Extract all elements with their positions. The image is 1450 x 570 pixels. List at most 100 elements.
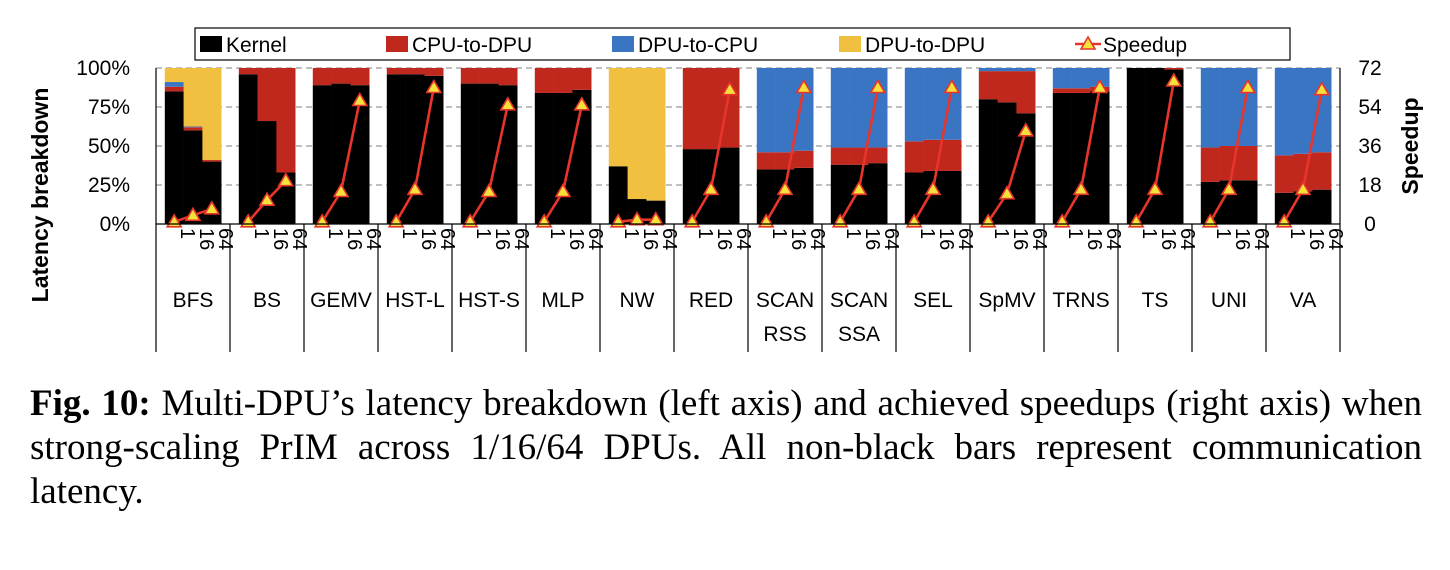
- dpu-count-label: 16: [935, 228, 957, 250]
- speedup-marker: [1072, 180, 1090, 196]
- benchmark-label: TS: [1142, 289, 1169, 312]
- bar-segment-dpu-to-cpu: [849, 68, 869, 148]
- dpu-count-label: 64: [806, 228, 828, 250]
- y-tick-label: 75%: [88, 96, 130, 119]
- bar-segment-cpu-to-dpu: [978, 71, 998, 100]
- dpu-count-label: 1: [1064, 228, 1086, 239]
- bar-segment-kernel: [1312, 189, 1332, 224]
- dpu-count-label: 1: [916, 228, 938, 239]
- dpu-count-label: 16: [1157, 228, 1179, 250]
- speedup-marker: [1017, 122, 1035, 137]
- speedup-marker: [573, 96, 591, 111]
- bar-segment-cpu-to-dpu: [997, 71, 1017, 103]
- bar-segment-cpu-to-dpu: [257, 68, 277, 122]
- bar-segment-dpu-to-cpu: [1312, 68, 1332, 153]
- speedup-marker: [628, 211, 646, 226]
- speedup-marker: [554, 182, 572, 198]
- bar-segment-cpu-to-dpu: [164, 86, 184, 92]
- dpu-count-label: 16: [1231, 228, 1253, 250]
- speedup-marker: [924, 180, 942, 196]
- dpu-count-label: 1: [694, 228, 716, 239]
- dpu-count-label: 64: [880, 228, 902, 250]
- bar-segment-dpu-to-cpu: [942, 68, 962, 140]
- bar-segment-kernel: [1293, 191, 1313, 224]
- bar-segment-kernel: [331, 83, 351, 224]
- dpu-count-label: 16: [417, 228, 439, 250]
- bar-segment-cpu-to-dpu: [756, 152, 776, 170]
- bar-segment-cpu-to-dpu: [1274, 155, 1294, 193]
- legend-swatch: [386, 36, 408, 52]
- bar-segment-kernel: [534, 92, 554, 225]
- benchmark-label: NW: [620, 289, 655, 312]
- dpu-count-label: 1: [472, 228, 494, 239]
- dpu-count-label: 16: [1305, 228, 1327, 250]
- dpu-count-label: 16: [1083, 228, 1105, 250]
- bar-segment-cpu-to-dpu: [202, 160, 222, 162]
- bar-segment-dpu-to-dpu: [627, 68, 647, 200]
- dpu-count-label: 1: [546, 228, 568, 239]
- bar-segment-kernel: [978, 99, 998, 224]
- bar-segment-cpu-to-dpu: [1016, 71, 1036, 114]
- benchmark-label: RED: [689, 289, 733, 312]
- legend-box: [194, 27, 1291, 61]
- bar-segment-kernel: [1274, 192, 1294, 224]
- bar-segment-cpu-to-dpu: [1200, 147, 1220, 182]
- bar-segment-dpu-to-dpu: [164, 68, 184, 83]
- dpu-count-label: 64: [658, 228, 680, 250]
- legend-label: CPU-to-DPU: [412, 34, 532, 57]
- speedup-marker: [332, 182, 350, 198]
- benchmark-label: SCAN: [830, 289, 888, 312]
- dpu-count-label: 64: [1028, 228, 1050, 250]
- speedup-marker: [406, 180, 424, 196]
- benchmark-label: SEL: [913, 289, 953, 312]
- dpu-count-label: 16: [861, 228, 883, 250]
- legend-swatch: [839, 36, 861, 52]
- bar-segment-kernel: [794, 167, 814, 224]
- benchmark-label: TRNS: [1052, 289, 1109, 312]
- benchmark-label: SpMV: [978, 289, 1035, 312]
- bar-segment-kernel: [1164, 69, 1184, 224]
- legend-label: Speedup: [1103, 34, 1187, 57]
- bar-segment-cpu-to-dpu: [1164, 68, 1184, 70]
- benchmark-label: BFS: [173, 289, 214, 312]
- dpu-count-label: 64: [1324, 228, 1346, 250]
- bar-segment-cpu-to-dpu: [794, 150, 814, 168]
- bar-segment-kernel: [498, 85, 518, 224]
- bar-segment-dpu-to-cpu: [1219, 68, 1239, 146]
- y-tick-label: 0%: [100, 213, 130, 236]
- bar-segment-dpu-to-cpu: [1293, 68, 1313, 154]
- bar-segment-cpu-to-dpu: [572, 68, 592, 90]
- bar-segment-kernel: [942, 170, 962, 224]
- benchmark-label: SSA: [838, 323, 880, 346]
- speedup-marker: [203, 200, 221, 215]
- y2-tick-label: 36: [1358, 135, 1381, 158]
- y2-tick-label: 54: [1358, 96, 1382, 119]
- dpu-count-label: 16: [491, 228, 513, 250]
- dpu-count-label: 64: [362, 228, 384, 250]
- dpu-count-label: 1: [250, 228, 272, 239]
- speedup-marker: [1165, 72, 1183, 87]
- bar-segment-kernel: [460, 83, 480, 224]
- dpu-count-label: 1: [324, 228, 346, 239]
- benchmark-label: SCAN: [756, 289, 814, 312]
- bar-segment-dpu-to-dpu: [202, 68, 222, 161]
- speedup-marker: [702, 180, 720, 196]
- dpu-count-label: 1: [1138, 228, 1160, 239]
- bar-segment-dpu-to-cpu: [1090, 68, 1110, 87]
- bar-segment-cpu-to-dpu: [720, 68, 740, 148]
- dpu-count-label: 16: [269, 228, 291, 250]
- bar-segment-dpu-to-cpu: [904, 68, 924, 142]
- y-tick-label: 100%: [76, 57, 130, 80]
- speedup-marker: [1294, 180, 1312, 196]
- legend-marker: [1079, 35, 1097, 50]
- speedup-marker: [351, 91, 369, 107]
- speedup-marker: [869, 78, 887, 94]
- dpu-count-label: 64: [954, 228, 976, 250]
- speedup-marker: [795, 78, 813, 94]
- bar-segment-cpu-to-dpu: [534, 68, 554, 93]
- bar-segment-cpu-to-dpu: [1219, 146, 1239, 181]
- dpu-count-label: 64: [1250, 228, 1272, 250]
- bar-segment-dpu-to-cpu: [775, 68, 795, 153]
- bar-segment-kernel: [1090, 91, 1110, 225]
